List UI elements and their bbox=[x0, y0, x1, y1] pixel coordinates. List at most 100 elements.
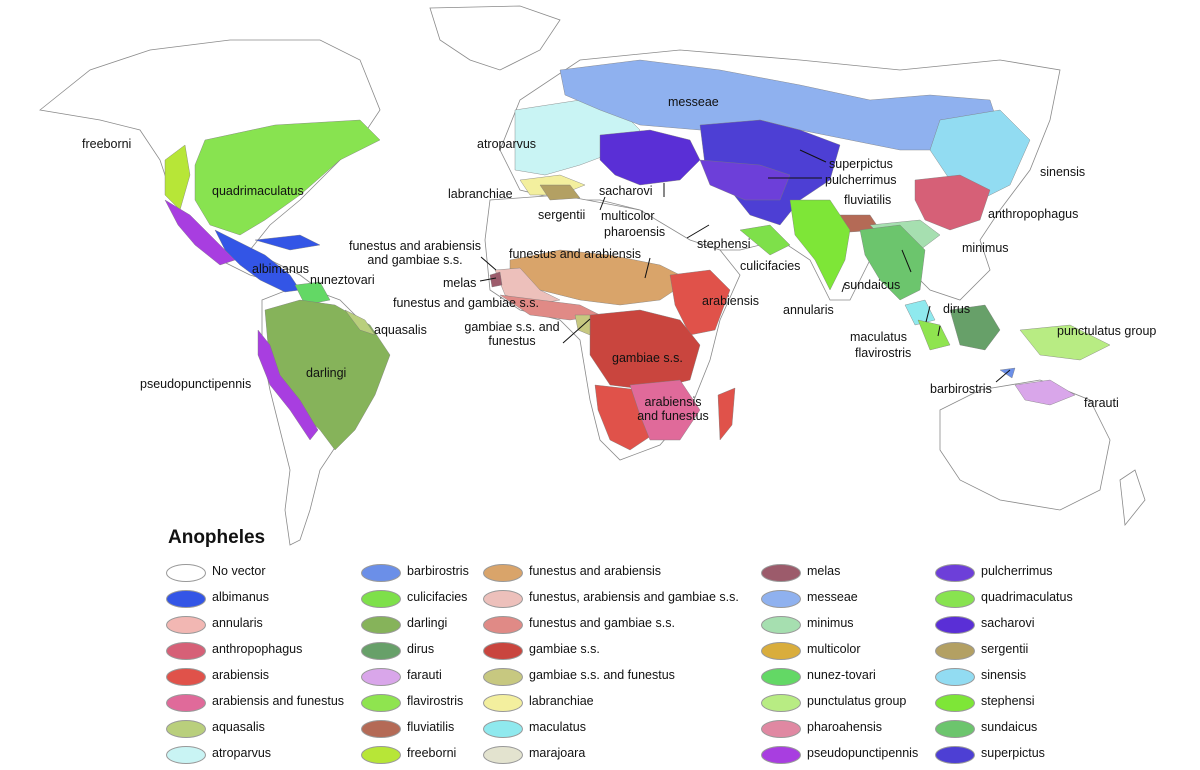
region-maculatus bbox=[904, 299, 936, 326]
region-dirus bbox=[949, 304, 1001, 351]
legend-label: dirus bbox=[407, 642, 435, 656]
legend-label: marajoara bbox=[529, 746, 586, 760]
label-minimus: minimus bbox=[962, 241, 1009, 255]
legend-label: albimanus bbox=[212, 590, 269, 604]
region-aquasalis bbox=[344, 309, 376, 336]
region-quadrimaculatus bbox=[194, 119, 381, 236]
legend-swatch bbox=[483, 668, 523, 686]
legend-swatch bbox=[935, 668, 975, 686]
region-sacharovi bbox=[599, 129, 701, 186]
region-arabiensis-east bbox=[669, 269, 731, 336]
legend-label: melas bbox=[807, 564, 841, 578]
label-flavirostris: flavirostris bbox=[855, 346, 912, 360]
label-barbirostris: barbirostris bbox=[930, 382, 992, 396]
legend-swatch bbox=[761, 642, 801, 660]
label-labranchiae: labranchiae bbox=[448, 187, 513, 201]
label-funestus-gambiae: funestus and gambiae s.s. bbox=[393, 296, 539, 310]
legend-label: freeborni bbox=[407, 746, 457, 760]
legend-label: arabiensis and funestus bbox=[212, 694, 345, 708]
legend-swatch bbox=[361, 694, 401, 712]
legend-label: arabiensis bbox=[212, 668, 269, 682]
legend-swatch bbox=[166, 642, 206, 660]
legend-label: flavirostris bbox=[407, 694, 464, 708]
legend-swatch bbox=[935, 746, 975, 764]
legend-swatch bbox=[361, 564, 401, 582]
legend-label: sacharovi bbox=[981, 616, 1035, 630]
legend-swatch bbox=[761, 694, 801, 712]
legend-swatch bbox=[483, 564, 523, 582]
legend-swatch bbox=[761, 668, 801, 686]
legend-label: culicifacies bbox=[407, 590, 468, 604]
legend-label: gambiae s.s. bbox=[529, 642, 600, 656]
region-flavirostris bbox=[917, 319, 951, 351]
region-culicifacies bbox=[739, 224, 791, 256]
region-madagascar bbox=[717, 387, 736, 441]
legend-label: gambiae s.s. and funestus bbox=[529, 668, 675, 682]
label-farauti: farauti bbox=[1084, 396, 1119, 410]
region-pulcherrimus bbox=[699, 159, 791, 201]
legend-label: maculatus bbox=[529, 720, 586, 734]
legend-label: minimus bbox=[807, 616, 854, 630]
legend-swatch bbox=[761, 616, 801, 634]
australia-outline bbox=[939, 379, 1111, 511]
new-zealand-outline bbox=[1119, 469, 1146, 527]
label-messeae: messeae bbox=[668, 95, 719, 109]
legend-title: Anopheles bbox=[168, 527, 266, 548]
legend-swatch bbox=[935, 642, 975, 660]
label-sundaicus: sundaicus bbox=[844, 278, 901, 292]
region-albimanus-caribbean bbox=[254, 234, 321, 251]
legend-label: sergentii bbox=[981, 642, 1029, 656]
legend-swatch bbox=[935, 590, 975, 608]
legend-label: farauti bbox=[407, 668, 442, 682]
legend-swatch bbox=[483, 642, 523, 660]
legend-label: pulcherrimus bbox=[981, 564, 1053, 578]
label-arabiensis-funestus: arabiensis and funestus bbox=[628, 395, 718, 423]
label-gambiae-funestus: gambiae s.s. and funestus bbox=[452, 320, 572, 348]
legend-swatch bbox=[361, 590, 401, 608]
label-fluviatilis: fluviatilis bbox=[844, 193, 892, 207]
label-albimanus: albimanus bbox=[252, 262, 309, 276]
legend-label: fluviatilis bbox=[407, 720, 455, 734]
legend-swatch bbox=[166, 616, 206, 634]
label-pseudopunctipennis: pseudopunctipennis bbox=[140, 377, 252, 391]
label-darlingi: darlingi bbox=[306, 366, 347, 380]
label-culicifacies: culicifacies bbox=[740, 259, 801, 273]
legend-swatch bbox=[761, 590, 801, 608]
region-pseudopunctipennis-sa bbox=[257, 329, 319, 441]
legend-swatch bbox=[935, 564, 975, 582]
legend-label: multicolor bbox=[807, 642, 861, 656]
label-superpictus: superpictus bbox=[829, 157, 893, 171]
legend-label: funestus and gambiae s.s. bbox=[529, 616, 675, 630]
region-freeborni bbox=[164, 144, 191, 211]
legend-label: barbirostris bbox=[407, 564, 469, 578]
region-farauti bbox=[1014, 379, 1076, 406]
label-arabiensis-funestus-line1: arabiensis bbox=[644, 395, 702, 409]
legend-swatch bbox=[166, 564, 206, 582]
label-gambiae-funestus-line2: funestus bbox=[488, 334, 536, 348]
legend-swatch bbox=[166, 590, 206, 608]
legend-label: stephensi bbox=[981, 694, 1035, 708]
legend-label: pharoahensis bbox=[807, 720, 883, 734]
label-pulcherrimus: pulcherrimus bbox=[825, 173, 897, 187]
label-quadrimaculatus: quadrimaculatus bbox=[212, 184, 304, 198]
legend-label: atroparvus bbox=[212, 746, 272, 760]
legend-label: No vector bbox=[212, 564, 266, 578]
label-sergentii: sergentii bbox=[538, 208, 586, 222]
legend-label: labranchiae bbox=[529, 694, 594, 708]
legend-label: anthropophagus bbox=[212, 642, 303, 656]
legend-label: sinensis bbox=[981, 668, 1027, 682]
region-arabiensis-funestus bbox=[629, 379, 701, 441]
label-funestus-arabiensis: funestus and arabiensis bbox=[509, 247, 642, 261]
legend-label: quadrimaculatus bbox=[981, 590, 1073, 604]
legend-label: funestus and arabiensis bbox=[529, 564, 662, 578]
legend-swatch bbox=[483, 720, 523, 738]
legend-swatch bbox=[361, 642, 401, 660]
label-dirus: dirus bbox=[943, 302, 971, 316]
label-pharoensis: pharoensis bbox=[604, 225, 666, 239]
label-sinensis: sinensis bbox=[1040, 165, 1086, 179]
label-funestus-arabiensis-gambiae-line2: and gambiae s.s. bbox=[367, 253, 463, 267]
legend-swatch bbox=[761, 564, 801, 582]
label-sacharovi: sacharovi bbox=[599, 184, 653, 198]
label-annularis: annularis bbox=[783, 303, 834, 317]
